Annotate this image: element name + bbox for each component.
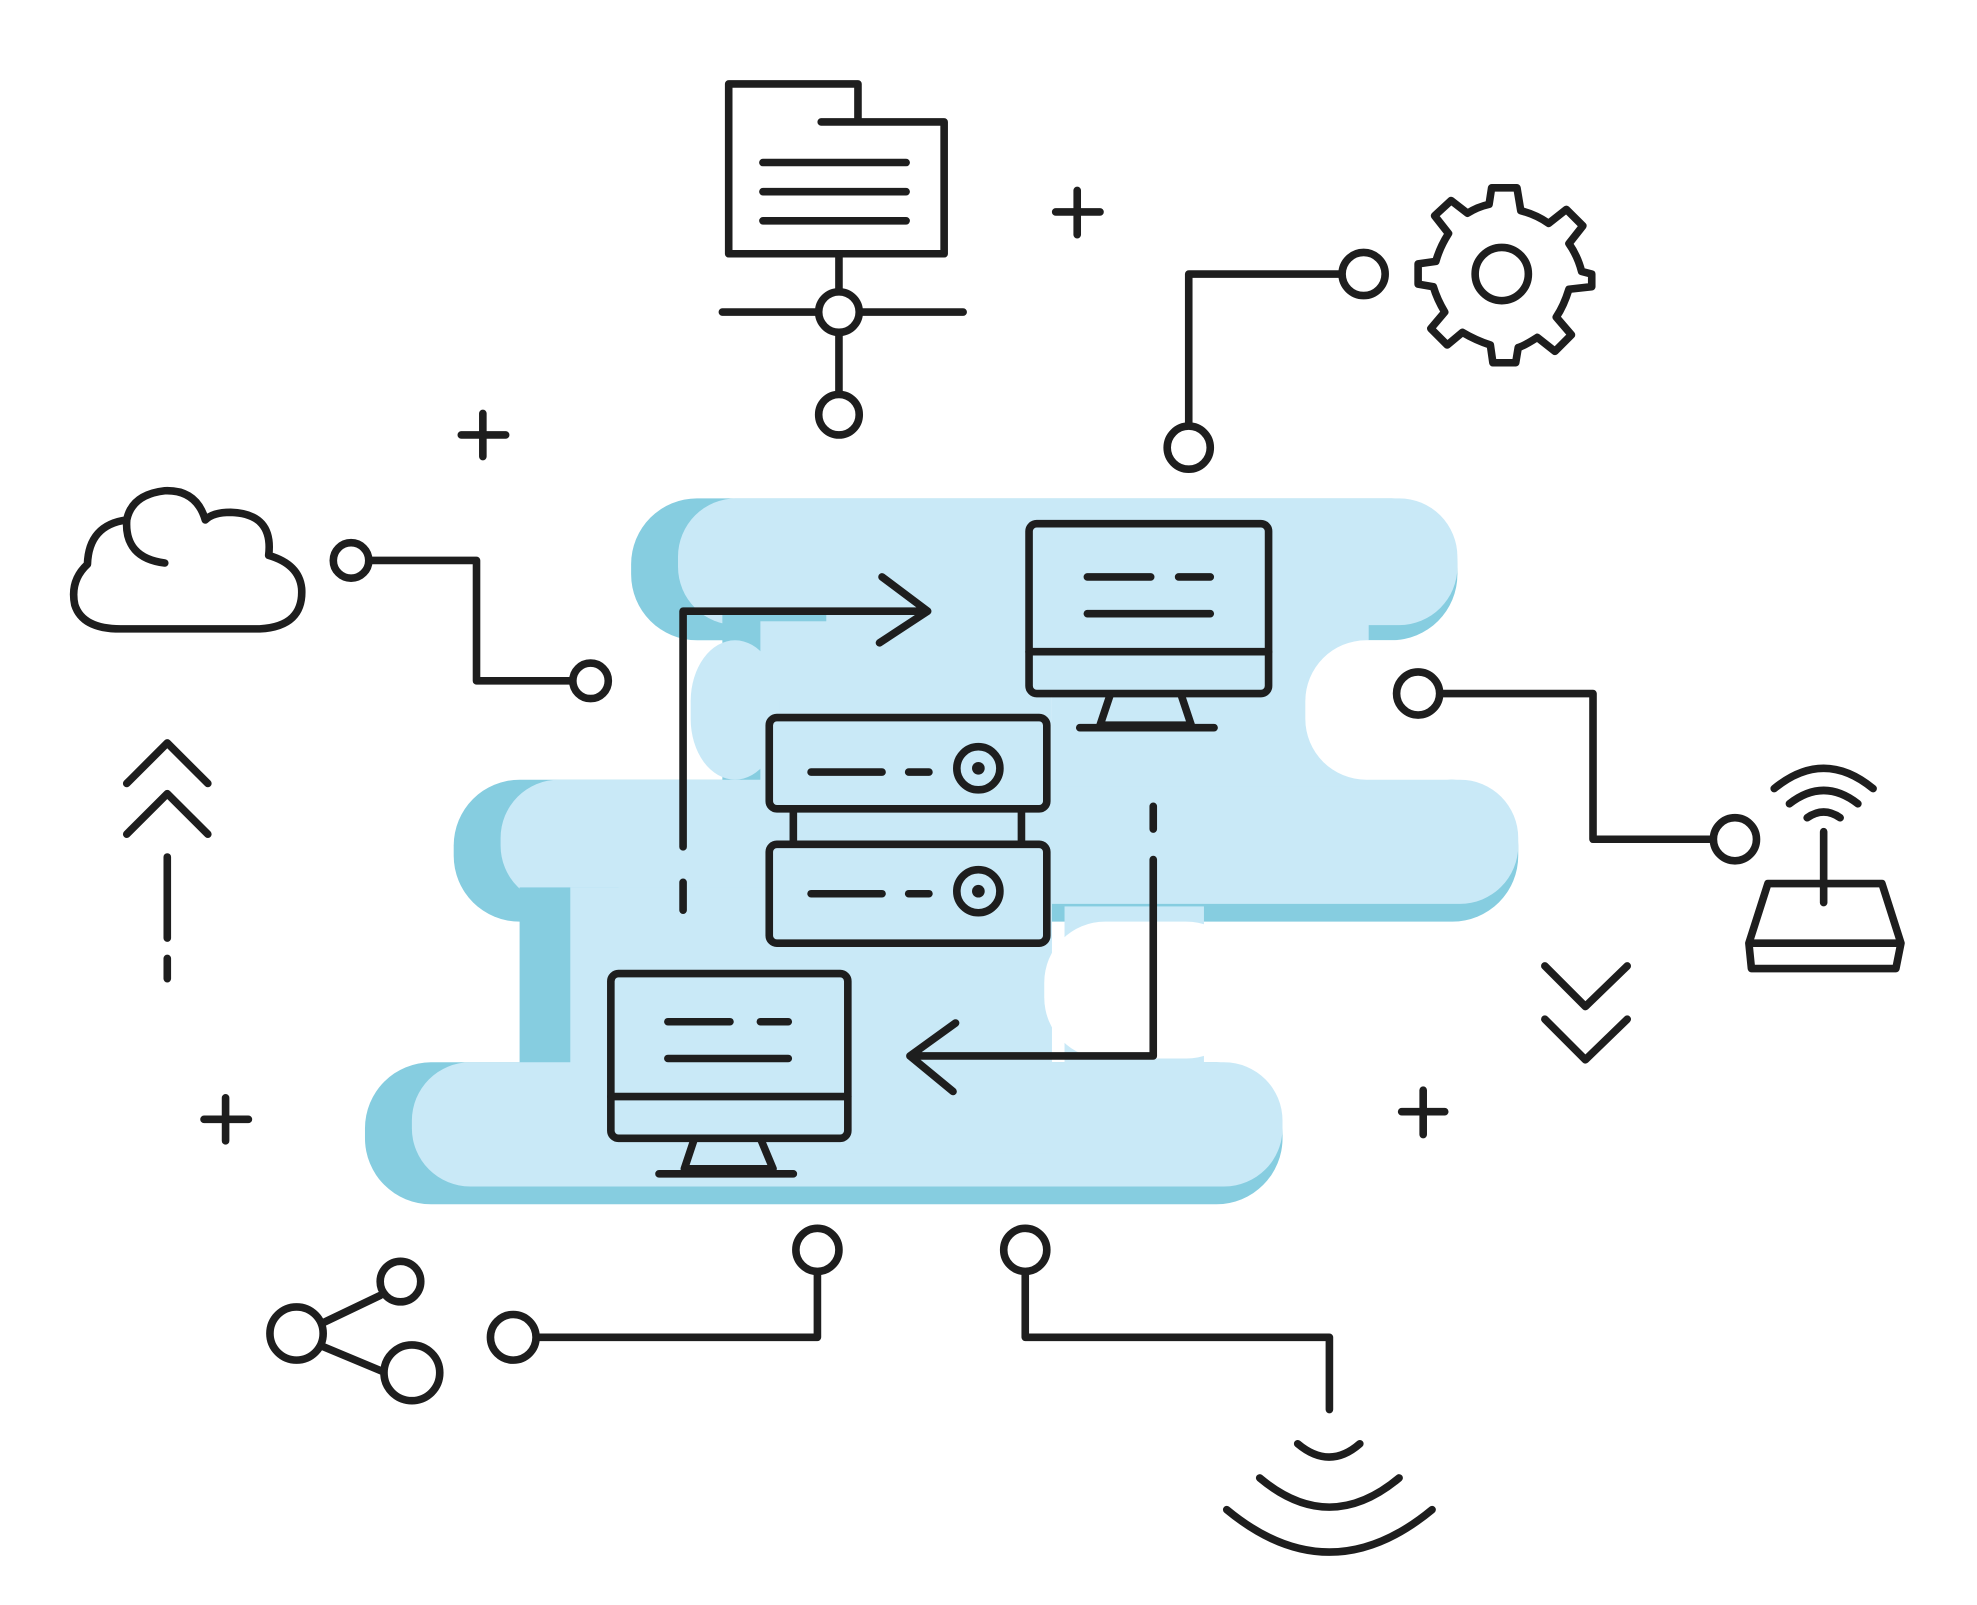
document-network-icon <box>718 80 967 439</box>
plus-icon <box>457 409 510 461</box>
chevron-up-double-icon <box>122 739 212 983</box>
plus-icon <box>1051 186 1104 239</box>
monitor-icon <box>1025 519 1273 732</box>
share-icon <box>266 1224 843 1405</box>
flow-arrow-left <box>906 802 1158 1096</box>
plus-icon <box>200 1093 253 1145</box>
router-icon <box>1392 668 1905 973</box>
server-icon <box>765 713 1051 947</box>
monitor-icon <box>607 969 852 1178</box>
flow-arrow-right <box>679 573 932 915</box>
cloud-icon <box>69 486 613 703</box>
plus-icon <box>1397 1086 1449 1139</box>
gear-icon <box>1163 184 1596 474</box>
chevron-down-double-icon <box>1541 962 1632 1064</box>
wifi-icon <box>999 1224 1436 1556</box>
